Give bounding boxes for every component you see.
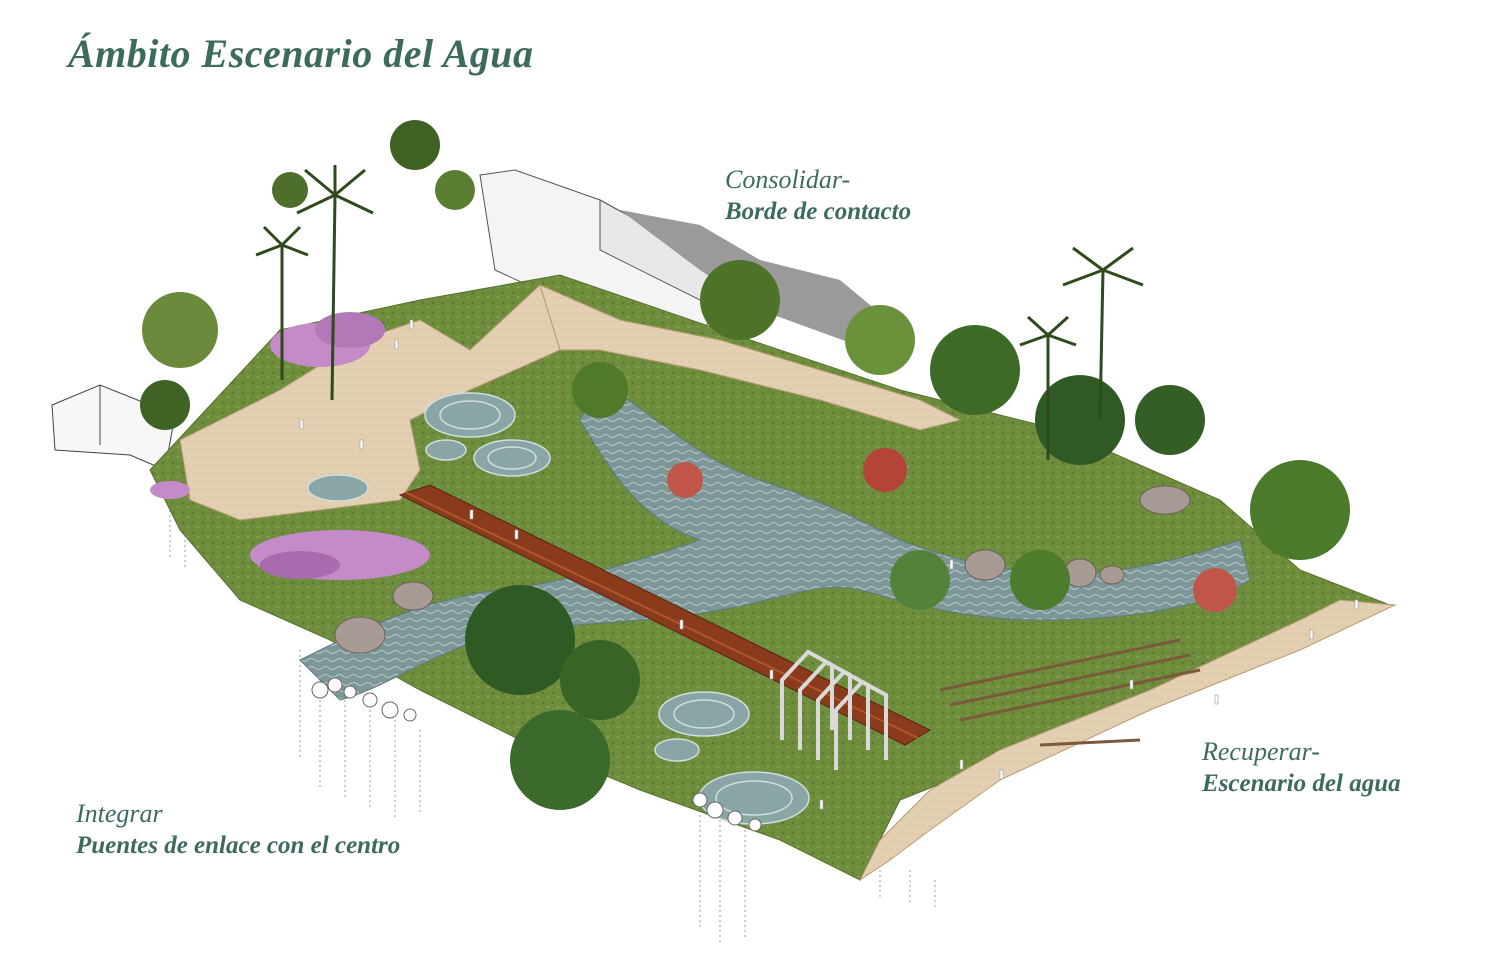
- label-consolidar-verb: Consolidar-: [725, 165, 851, 194]
- circular-ponds: [307, 392, 810, 825]
- label-integrar-verb: Integrar: [76, 799, 163, 828]
- path-north: [539, 284, 962, 431]
- label-consolidar: Consolidar- Borde de contacto: [725, 164, 911, 228]
- label-consolidar-subject: Borde de contacto: [725, 198, 912, 225]
- label-integrar: Integrar Puentes de enlace con el centro: [76, 798, 400, 862]
- palm-trees: [255, 165, 1144, 460]
- pergola-arches: [780, 649, 888, 770]
- page-title: Ámbito Escenario del Agua: [68, 31, 534, 76]
- label-recuperar-verb: Recuperar-: [1202, 737, 1320, 766]
- label-integrar-subject: Puentes de enlace con el centro: [76, 832, 401, 859]
- flower-beds: [150, 312, 430, 580]
- boulders: [334, 485, 1191, 654]
- promenade-south: [858, 599, 1397, 882]
- people-figures: [299, 319, 1359, 810]
- terraced-steps: [939, 638, 1201, 747]
- label-recuperar-subject: Escenario del agua: [1202, 770, 1401, 797]
- tree-canopies: [140, 120, 1350, 810]
- label-recuperar: Recuperar- Escenario del agua: [1202, 736, 1401, 800]
- cobble-roots: [311, 677, 762, 832]
